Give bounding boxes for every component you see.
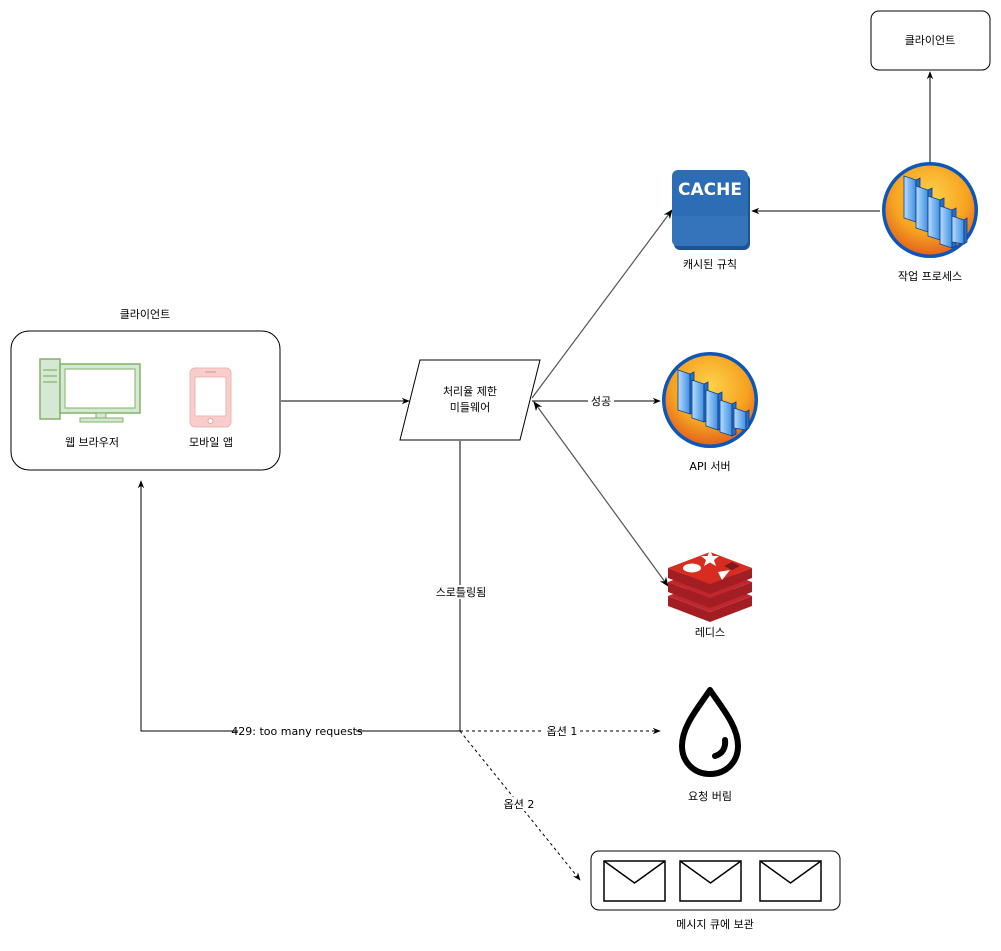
edge-limiter-to-redis bbox=[533, 401, 669, 587]
server-racks bbox=[677, 369, 750, 437]
desktop-computer-icon bbox=[39, 358, 141, 423]
edge-option2 bbox=[459, 730, 581, 881]
rate-limiter-line1: 처리율 제한 bbox=[443, 385, 497, 398]
edge-label-too-many: 429: too many requests bbox=[231, 725, 363, 738]
client-group-title: 클라이언트 bbox=[120, 308, 171, 321]
cache-icon: CACHE bbox=[672, 170, 750, 250]
rate-limiter-line2: 미들웨어 bbox=[450, 401, 490, 414]
redis-icon bbox=[668, 550, 752, 622]
api-server-label: API 서버 bbox=[689, 460, 730, 473]
server-racks bbox=[903, 175, 968, 249]
queue-node: 메시지 큐에 보관 bbox=[590, 850, 841, 931]
client-top-box bbox=[870, 10, 991, 71]
edge-label-option2: 옵션 2 bbox=[504, 798, 535, 811]
cache-node: CACHE 캐시된 규칙 bbox=[672, 170, 750, 271]
server-farm-icon bbox=[662, 352, 758, 448]
edge-limiter-to-cache bbox=[531, 209, 673, 399]
drop-label: 요청 버림 bbox=[688, 790, 732, 803]
envelope-icon bbox=[603, 860, 666, 902]
cache-label: 캐시된 규칙 bbox=[683, 258, 737, 271]
web-browser-label: 웹 브라우저 bbox=[65, 436, 119, 449]
envelope-icon bbox=[679, 860, 742, 902]
mobile-app-label: 모바일 앱 bbox=[189, 435, 233, 449]
edge-throttled-to-client bbox=[137, 441, 461, 732]
workers-label: 작업 프로세스 bbox=[898, 270, 962, 283]
api-server-node: API 서버 bbox=[662, 352, 758, 473]
workers-node: 작업 프로세스 bbox=[882, 162, 978, 283]
server-farm-icon bbox=[882, 162, 978, 258]
rate-limiter: 처리율 제한 미들웨어 bbox=[399, 359, 541, 441]
client-top-label: 클라이언트 bbox=[905, 34, 956, 47]
client-group: 클라이언트 웹 브라우저 모바일 앱 bbox=[10, 308, 281, 471]
edge-labels: 성공 스로틀링됨 429: too many requests 옵션 1 옵션 … bbox=[231, 394, 614, 811]
edge-label-throttled: 스로틀링됨 bbox=[436, 586, 487, 599]
edge-label-option1: 옵션 1 bbox=[547, 725, 578, 738]
redis-label: 레디스 bbox=[695, 626, 725, 639]
envelope-icon bbox=[759, 860, 822, 902]
edge-label-success: 성공 bbox=[591, 395, 611, 408]
rate-limiter-shape bbox=[399, 359, 541, 441]
drop-node: 요청 버림 bbox=[679, 687, 741, 803]
mobile-phone-icon bbox=[189, 367, 232, 428]
queue-label: 메시지 큐에 보관 bbox=[676, 918, 754, 931]
water-drop-icon bbox=[679, 687, 741, 777]
cache-badge: CACHE bbox=[678, 180, 742, 200]
client-top: 클라이언트 bbox=[870, 10, 991, 71]
edges bbox=[137, 71, 934, 881]
redis-node: 레디스 bbox=[668, 550, 752, 639]
